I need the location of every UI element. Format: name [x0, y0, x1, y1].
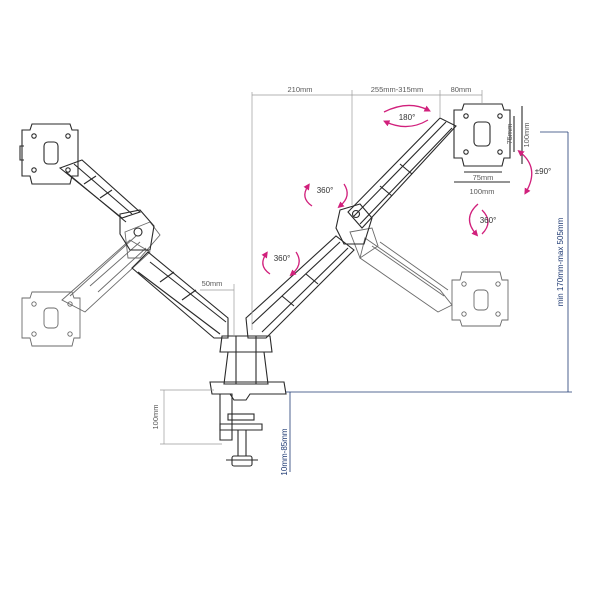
- right-forearm: [245, 235, 355, 339]
- rotation-arrows: [261, 104, 533, 277]
- ghost-left-monitor-plate: [21, 291, 81, 347]
- right-upper-arm: [335, 117, 457, 245]
- plate-offset-label: 80mm: [451, 85, 472, 94]
- vesa-75-width-label: 75mm: [473, 173, 494, 182]
- left-monitor-plate: [19, 123, 79, 185]
- desk-thickness-label: 10mm-85mm: [280, 428, 289, 475]
- ghost-left-arm: [61, 221, 161, 313]
- left-upper-arm: [58, 159, 155, 251]
- rotate-right-label: 360°: [480, 216, 497, 225]
- desk-clamp: [209, 381, 287, 467]
- rotate-upper-label: 360°: [317, 186, 334, 195]
- right-monitor-plate: [453, 103, 511, 167]
- vesa-100-height-label: 100mm: [522, 122, 531, 147]
- pole-hub: [219, 335, 273, 385]
- height-range-label: min 170mm-max 505mm: [556, 217, 565, 306]
- arm-reach-label: 210mm: [287, 85, 312, 94]
- left-forearm: [131, 251, 229, 339]
- vesa-75-height-label: 75mm: [505, 124, 514, 145]
- height-dimension-lines: [286, 131, 572, 472]
- dimension-lines: [160, 90, 483, 445]
- pole-offset-label: 50mm: [202, 279, 223, 288]
- swivel-top-label: 180°: [399, 113, 416, 122]
- ghost-right-arm: [349, 227, 453, 313]
- vesa-100-width-label: 100mm: [469, 187, 494, 196]
- rotate-lower-label: 360°: [274, 254, 291, 263]
- tilt-label: ±90°: [535, 167, 552, 176]
- arm-length-range-label: 255mm-315mm: [371, 85, 424, 94]
- clamp-depth-label: 100mm: [151, 404, 160, 429]
- ghost-right-monitor-plate: [451, 271, 509, 327]
